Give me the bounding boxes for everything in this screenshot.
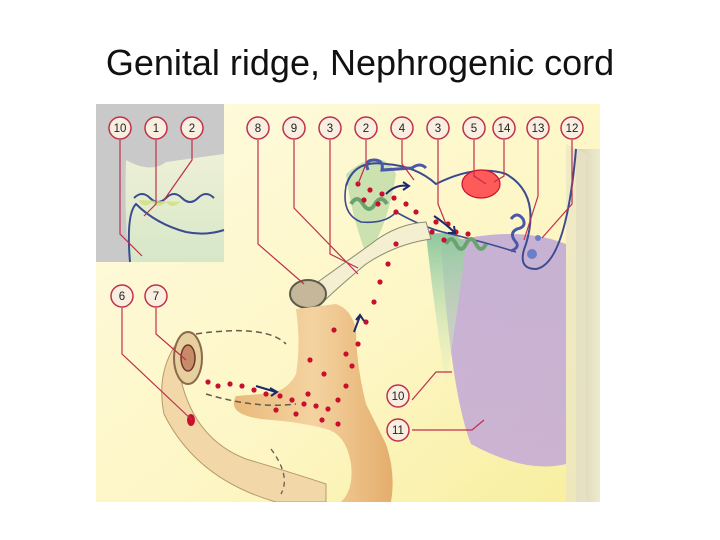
svg-text:13: 13 xyxy=(532,123,545,135)
svg-text:2: 2 xyxy=(189,123,195,135)
callout-4: 4 xyxy=(390,116,414,140)
duct-curl-right xyxy=(509,213,526,253)
callout-9: 9 xyxy=(282,116,306,140)
leader-lines xyxy=(119,140,573,431)
migration-arrows xyxy=(255,181,457,397)
callouts-top: 10 1 2 8 9 3 2 4 3 5 14 13 12 xyxy=(108,116,584,140)
gland-oval xyxy=(461,169,501,199)
svg-text:9: 9 xyxy=(291,123,297,135)
svg-text:6: 6 xyxy=(119,291,125,303)
svg-text:3: 3 xyxy=(435,123,441,135)
slide-title: Genital ridge, Nephrogenic cord xyxy=(105,42,615,83)
callout-10-bottom: 10 xyxy=(386,384,410,408)
svg-text:5: 5 xyxy=(471,123,477,135)
callout-8: 8 xyxy=(246,116,270,140)
svg-text:7: 7 xyxy=(153,291,159,303)
svg-text:12: 12 xyxy=(566,123,579,135)
callout-14: 14 xyxy=(492,116,516,140)
callout-7: 7 xyxy=(144,284,168,308)
callout-6: 6 xyxy=(110,284,134,308)
tube-lower xyxy=(161,342,327,502)
callout-5: 5 xyxy=(462,116,486,140)
callout-10-top: 10 xyxy=(108,116,132,140)
svg-text:3: 3 xyxy=(327,123,333,135)
callout-2-main: 2 xyxy=(354,116,378,140)
svg-text:1: 1 xyxy=(153,123,159,135)
callout-12: 12 xyxy=(560,116,584,140)
tube-body xyxy=(233,304,393,502)
duct-curl-top xyxy=(365,158,428,172)
svg-text:2: 2 xyxy=(363,123,369,135)
tube-opening xyxy=(289,279,327,309)
callout-2-inset: 2 xyxy=(180,116,204,140)
callout-1: 1 xyxy=(144,116,168,140)
callouts-bottom: 10 11 xyxy=(386,384,410,442)
callout-3-b: 3 xyxy=(426,116,450,140)
svg-text:10: 10 xyxy=(114,123,127,135)
green-region xyxy=(426,233,466,384)
callouts-left: 6 7 xyxy=(110,284,168,308)
svg-text:4: 4 xyxy=(399,123,406,135)
svg-text:8: 8 xyxy=(255,123,261,135)
callout-3-a: 3 xyxy=(318,116,342,140)
embryology-diagram: 10 1 2 8 9 3 2 4 3 5 14 13 12 6 7 10 11 xyxy=(96,104,600,502)
svg-text:14: 14 xyxy=(498,123,511,135)
germ-cells xyxy=(205,181,471,427)
callout-11: 11 xyxy=(386,418,410,442)
gland-folds-right xyxy=(444,237,488,251)
svg-text:10: 10 xyxy=(392,391,405,403)
callout-13: 13 xyxy=(526,116,550,140)
duct-dot-2 xyxy=(535,235,541,241)
coelom-outline xyxy=(345,148,577,271)
gland-folds-left xyxy=(349,197,389,211)
purple-region xyxy=(441,234,566,467)
svg-text:11: 11 xyxy=(392,425,404,437)
duct-dot-1 xyxy=(527,249,537,259)
